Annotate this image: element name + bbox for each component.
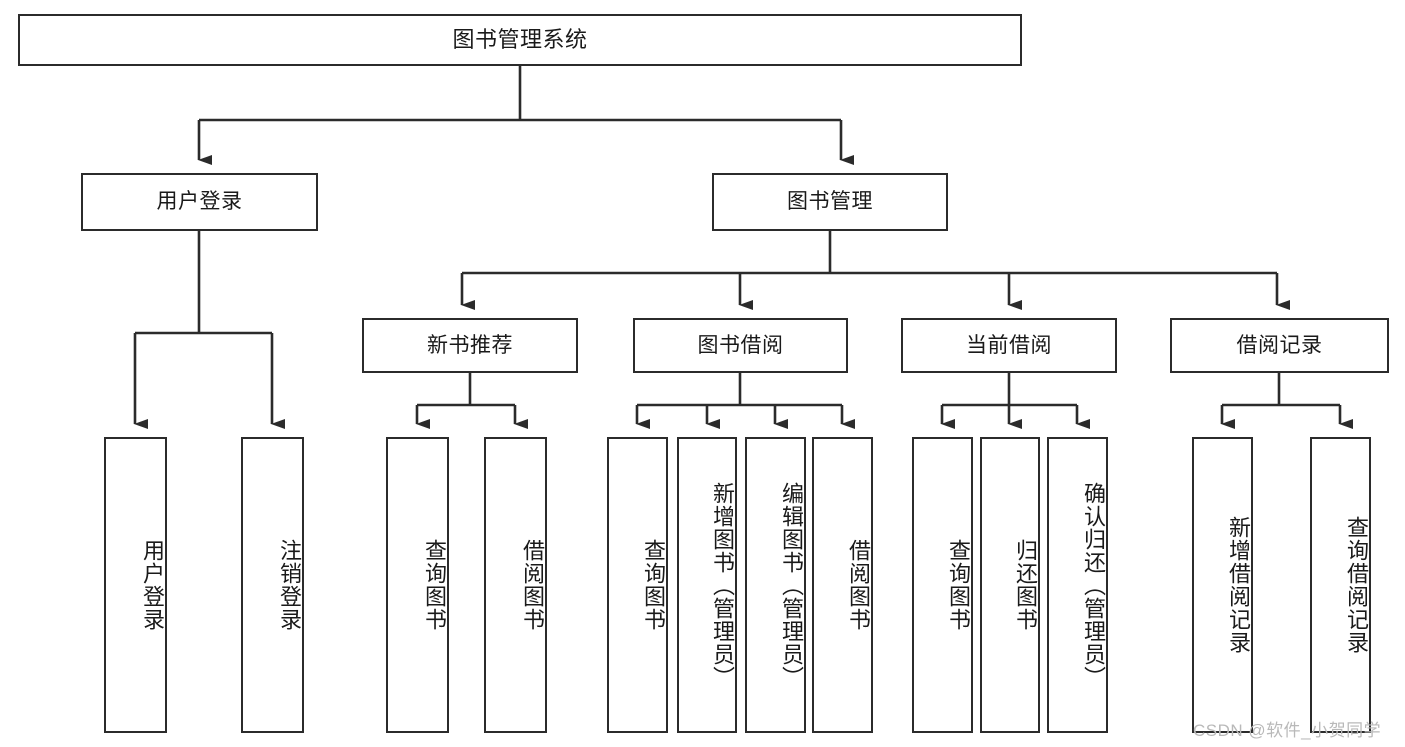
node-current-borrow-label: 当前借阅 bbox=[966, 333, 1052, 357]
csdn-watermark: CSDN @软件_小贺同学 bbox=[1193, 721, 1382, 740]
node-user-login-label: 用户登录 bbox=[156, 190, 243, 214]
leaf-query-book-1-label: 查询图书 bbox=[422, 539, 447, 631]
leaf-borrow-book-1-label: 借阅图书 bbox=[520, 539, 545, 631]
node-book-management[interactable]: 图书管理 bbox=[712, 173, 948, 231]
node-new-book-recommend-label: 新书推荐 bbox=[427, 333, 513, 357]
node-borrow-record-label: 借阅记录 bbox=[1236, 333, 1323, 357]
leaf-query-record-label: 查询借阅记录 bbox=[1344, 516, 1369, 654]
leaf-borrow-book-2-label: 借阅图书 bbox=[846, 539, 871, 631]
leaf-confirm-return-label: 确认归还（管理员） bbox=[1081, 481, 1106, 689]
leaf-add-book-label: 新增图书（管理员） bbox=[710, 481, 735, 689]
leaf-query-book-3[interactable]: 查询图书 bbox=[912, 437, 973, 733]
leaf-return-book[interactable]: 归还图书 bbox=[980, 437, 1040, 733]
leaf-user-logout-label: 注销登录 bbox=[277, 539, 302, 631]
node-new-book-recommend[interactable]: 新书推荐 bbox=[362, 318, 578, 373]
leaf-edit-book-label: 编辑图书（管理员） bbox=[779, 481, 804, 689]
node-current-borrow[interactable]: 当前借阅 bbox=[901, 318, 1117, 373]
node-book-borrow[interactable]: 图书借阅 bbox=[633, 318, 848, 373]
leaf-query-book-1[interactable]: 查询图书 bbox=[386, 437, 449, 733]
leaf-query-book-3-label: 查询图书 bbox=[946, 539, 971, 631]
leaf-borrow-book-1[interactable]: 借阅图书 bbox=[484, 437, 547, 733]
node-user-login[interactable]: 用户登录 bbox=[81, 173, 318, 231]
leaf-confirm-return[interactable]: 确认归还（管理员） bbox=[1047, 437, 1108, 733]
node-root-system[interactable]: 图书管理系统 bbox=[18, 14, 1022, 66]
leaf-query-book-2[interactable]: 查询图书 bbox=[607, 437, 668, 733]
leaf-user-login[interactable]: 用户登录 bbox=[104, 437, 167, 733]
leaf-add-record-label: 新增借阅记录 bbox=[1226, 516, 1251, 654]
leaf-query-record[interactable]: 查询借阅记录 bbox=[1310, 437, 1371, 733]
leaf-return-book-label: 归还图书 bbox=[1013, 539, 1038, 631]
leaf-user-logout[interactable]: 注销登录 bbox=[241, 437, 304, 733]
leaf-add-book[interactable]: 新增图书（管理员） bbox=[677, 437, 737, 733]
leaf-add-record[interactable]: 新增借阅记录 bbox=[1192, 437, 1253, 733]
leaf-edit-book[interactable]: 编辑图书（管理员） bbox=[745, 437, 806, 733]
node-root-system-label: 图书管理系统 bbox=[452, 26, 588, 52]
node-book-borrow-label: 图书借阅 bbox=[697, 333, 784, 357]
leaf-user-login-label: 用户登录 bbox=[140, 539, 165, 631]
leaf-borrow-book-2[interactable]: 借阅图书 bbox=[812, 437, 873, 733]
leaf-query-book-2-label: 查询图书 bbox=[641, 539, 666, 631]
node-borrow-record[interactable]: 借阅记录 bbox=[1170, 318, 1389, 373]
node-book-management-label: 图书管理 bbox=[787, 190, 873, 214]
